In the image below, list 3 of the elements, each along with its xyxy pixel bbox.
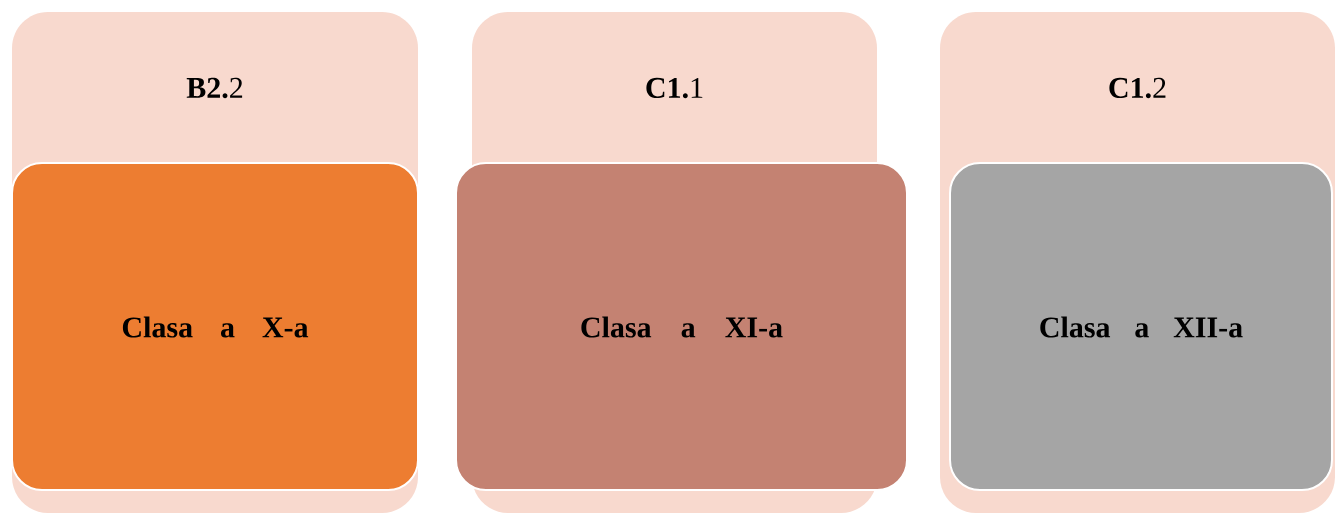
class-box: Clasa a XII-a [949, 162, 1333, 491]
class-box: Clasa a X-a [11, 162, 419, 491]
class-box: Clasa a XI-a [455, 162, 908, 491]
